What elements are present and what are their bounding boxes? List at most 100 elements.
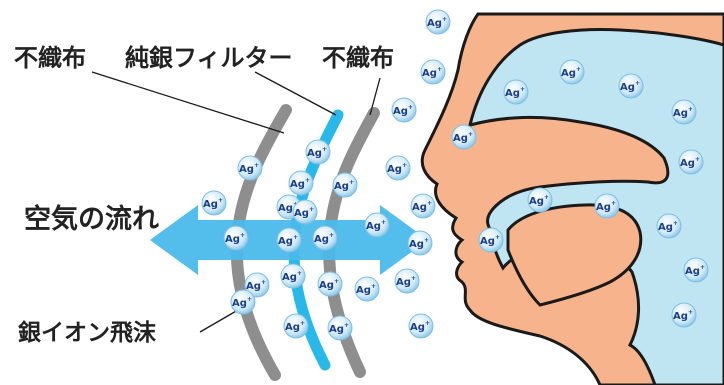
silver-ion-bubble (559, 59, 585, 85)
label-airflow: 空気の流れ (24, 203, 159, 235)
leader-nonwoven-left (91, 71, 285, 134)
silver-ion-label: Ag+ (596, 200, 616, 213)
silver-ion: Ag+ (305, 139, 331, 165)
silver-ion-label: Ag+ (673, 309, 693, 322)
leader-lines (91, 71, 381, 333)
silver-ion: Ag+ (656, 213, 682, 239)
silver-ion-label: Ag+ (393, 104, 413, 117)
silver-ion: Ag+ (478, 227, 504, 253)
silver-ion-label: Ag+ (409, 237, 429, 250)
silver-ion: Ag+ (292, 199, 318, 225)
silver-ion-bubble (244, 272, 270, 298)
silver-ion: Ag+ (671, 99, 697, 125)
silver-ion-bubble (317, 271, 343, 297)
silver-ion: Ag+ (244, 272, 270, 298)
silver-ion-label: Ag+ (356, 283, 376, 296)
silver-ion-label: Ag+ (680, 156, 700, 169)
silver-ion: Ag+ (317, 271, 343, 297)
silver-ion-bubble (332, 172, 358, 198)
silver-ion-label: Ag+ (225, 232, 245, 245)
silver-ion: Ag+ (410, 193, 436, 219)
silver-ion-bubble (671, 302, 697, 328)
label-silver-ion-spray: 銀イオン飛沫 (18, 319, 157, 346)
silver-ion-bubble (594, 193, 620, 219)
silver-ion-label: Ag+ (422, 66, 442, 79)
silver-ion-label: Ag+ (290, 177, 310, 190)
silver-ion: Ag+ (327, 315, 353, 341)
label-nonwoven-right: 不織布 (322, 44, 394, 72)
silver-ion-label: Ag+ (412, 200, 432, 213)
label-nonwoven-left: 不織布 (14, 44, 86, 72)
silver-ion-label: Ag+ (314, 232, 334, 245)
silver-ion-bubble (312, 225, 338, 251)
silver-ion-bubble (678, 149, 704, 175)
silver-ion: Ag+ (283, 313, 309, 339)
silver-ion: Ag+ (671, 302, 697, 328)
silver-ion-bubble (305, 139, 331, 165)
silver-ion: Ag+ (280, 263, 306, 289)
silver-ion: Ag+ (354, 276, 380, 302)
silver-ion-bubble (276, 227, 302, 253)
silver-ion: Ag+ (683, 257, 709, 283)
silver-ion-label: Ag+ (453, 131, 473, 144)
silver-ion: Ag+ (237, 155, 263, 181)
silver-ion: Ag+ (594, 193, 620, 219)
silver-ion-label: Ag+ (685, 264, 705, 277)
silver-ion-bubble (407, 230, 433, 256)
silver-ion-bubble (237, 155, 263, 181)
silver-ion-bubble (503, 79, 529, 105)
silver-ion: Ag+ (276, 227, 302, 253)
silver-ion: Ag+ (425, 9, 451, 35)
leader-silver-ion-spray (199, 309, 239, 333)
silver-ion-label: Ag+ (285, 320, 305, 333)
silver-ion-bubble (354, 276, 380, 302)
silver-ion-label: Ag+ (307, 146, 327, 159)
silver-ion: Ag+ (451, 124, 477, 150)
silver-ion-bubble (223, 225, 249, 251)
head-profile (420, 12, 724, 385)
silver-ion: Ag+ (559, 59, 585, 85)
silver-ion-bubble (394, 268, 420, 294)
silver-ion-bubble (410, 193, 436, 219)
silver-ion-label: Ag+ (673, 106, 693, 119)
silver-ion-bubble (391, 97, 417, 123)
silver-ion: Ag+ (407, 230, 433, 256)
silver-ion-label: Ag+ (366, 219, 386, 232)
silver-ion-bubble (425, 9, 451, 35)
silver-ion-bubble (671, 99, 697, 125)
silver-ion-bubble (451, 124, 477, 150)
silver-ion-label: Ag+ (278, 234, 298, 247)
silver-ion: Ag+ (503, 79, 529, 105)
silver-ion-bubble (230, 289, 256, 315)
silver-ion: Ag+ (394, 268, 420, 294)
silver-ion-label: Ag+ (658, 220, 678, 233)
silver-ion-bubble (408, 313, 434, 339)
silver-ion-bubble (327, 315, 353, 341)
palate-tongue (506, 203, 643, 307)
silver-ion-label: Ag+ (334, 179, 354, 192)
silver-ion: Ag+ (408, 313, 434, 339)
silver-ion: Ag+ (618, 73, 644, 99)
silver-ion-label: Ag+ (480, 234, 500, 247)
silver-ion-label: Ag+ (529, 194, 549, 207)
silver-ion-bubble (656, 213, 682, 239)
silver-ion-label: Ag+ (246, 279, 266, 292)
silver-ion: Ag+ (391, 97, 417, 123)
silver-ion: Ag+ (385, 155, 411, 181)
silver-ion-bubble (478, 227, 504, 253)
silver-ion-bubble (420, 59, 446, 85)
silver-ion-label: Ag+ (239, 162, 259, 175)
silver-ion-label: Ag+ (410, 320, 430, 333)
silver-ion-label: Ag+ (396, 275, 416, 288)
silver-ion-label: Ag+ (329, 322, 349, 335)
silver-ion: Ag+ (420, 59, 446, 85)
silver-ion-label: Ag+ (203, 197, 223, 210)
silver-ion: Ag+ (312, 225, 338, 251)
silver-ion-bubble (385, 155, 411, 181)
leader-nonwoven-right (369, 77, 381, 116)
silver-ion-bubble (292, 199, 318, 225)
silver-ion-label: Ag+ (387, 162, 407, 175)
silver-ion-label: Ag+ (505, 86, 525, 99)
